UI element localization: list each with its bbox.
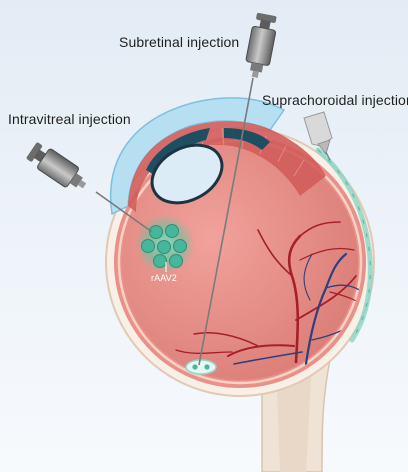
- virus-capsid-icon: [153, 254, 167, 268]
- virus-capsid-icon: [165, 224, 179, 238]
- lens: [150, 143, 224, 205]
- virus-capsid-icon: [141, 239, 155, 253]
- subretinal-bleb: [185, 359, 217, 375]
- intravitreal-needle: [95, 191, 153, 233]
- virus-capsid-icon: [149, 225, 163, 239]
- suprachoroidal-microneedle: [303, 111, 333, 161]
- subretinal-needle: [198, 77, 254, 366]
- bleb-particle: [204, 364, 210, 370]
- subretinal-syringe: [198, 12, 277, 366]
- retinal-veins: [233, 252, 362, 366]
- intravitreal-syringe: [26, 142, 153, 233]
- subretinal-injection-label: Subretinal injection: [119, 34, 240, 50]
- iris: [224, 128, 270, 150]
- retinal-arteries: [175, 221, 362, 364]
- virus-capsid-icon: [173, 239, 187, 253]
- syringe-barrel: [245, 25, 277, 66]
- virus-capsid-icon: [169, 254, 183, 268]
- syringe-plunger-cap: [26, 142, 43, 162]
- raav2-vector-cluster: [135, 214, 195, 274]
- retinal-vessels: [175, 221, 362, 366]
- bleb-particle: [192, 364, 198, 370]
- virus-capsid-icon: [157, 240, 171, 254]
- raav2-label: rAAV2: [151, 273, 177, 283]
- suprachoroidal-injection-label: Suprachoroidal injection: [262, 92, 408, 108]
- suprachoroidal-fluid: [315, 147, 373, 343]
- intravitreal-injection-label: Intravitreal injection: [8, 111, 131, 127]
